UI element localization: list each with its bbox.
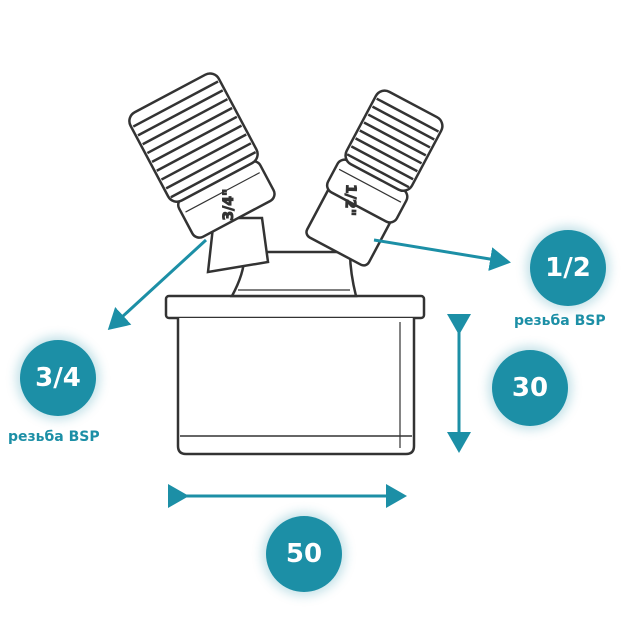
base-flange bbox=[164, 294, 426, 320]
small-outlet-caption: резьба BSP bbox=[514, 313, 606, 329]
small-outlet-pointer bbox=[373, 238, 511, 271]
small-outlet-badge: 1/2 bbox=[530, 230, 606, 306]
large-outlet-fitting: 3/4" bbox=[128, 72, 276, 274]
height-badge: 30 bbox=[492, 350, 568, 426]
base-cylinder bbox=[176, 318, 416, 456]
large-outlet-value: 3/4 bbox=[35, 363, 81, 393]
small-outlet-fitting: 1/2" bbox=[305, 89, 444, 267]
width-badge: 50 bbox=[266, 516, 342, 592]
small-outlet-value: 1/2 bbox=[545, 253, 591, 283]
large-thread bbox=[128, 72, 259, 203]
base-body bbox=[164, 294, 426, 456]
large-outlet-caption: резьба BSP bbox=[8, 429, 100, 445]
small-thread-marking: 1/2" bbox=[341, 184, 358, 216]
large-thread-marking: 3/4" bbox=[221, 189, 237, 221]
large-outlet-badge: 3/4 bbox=[20, 340, 96, 416]
width-value: 50 bbox=[285, 539, 323, 569]
height-value: 30 bbox=[511, 373, 549, 403]
large-outlet-pointer bbox=[107, 238, 208, 331]
